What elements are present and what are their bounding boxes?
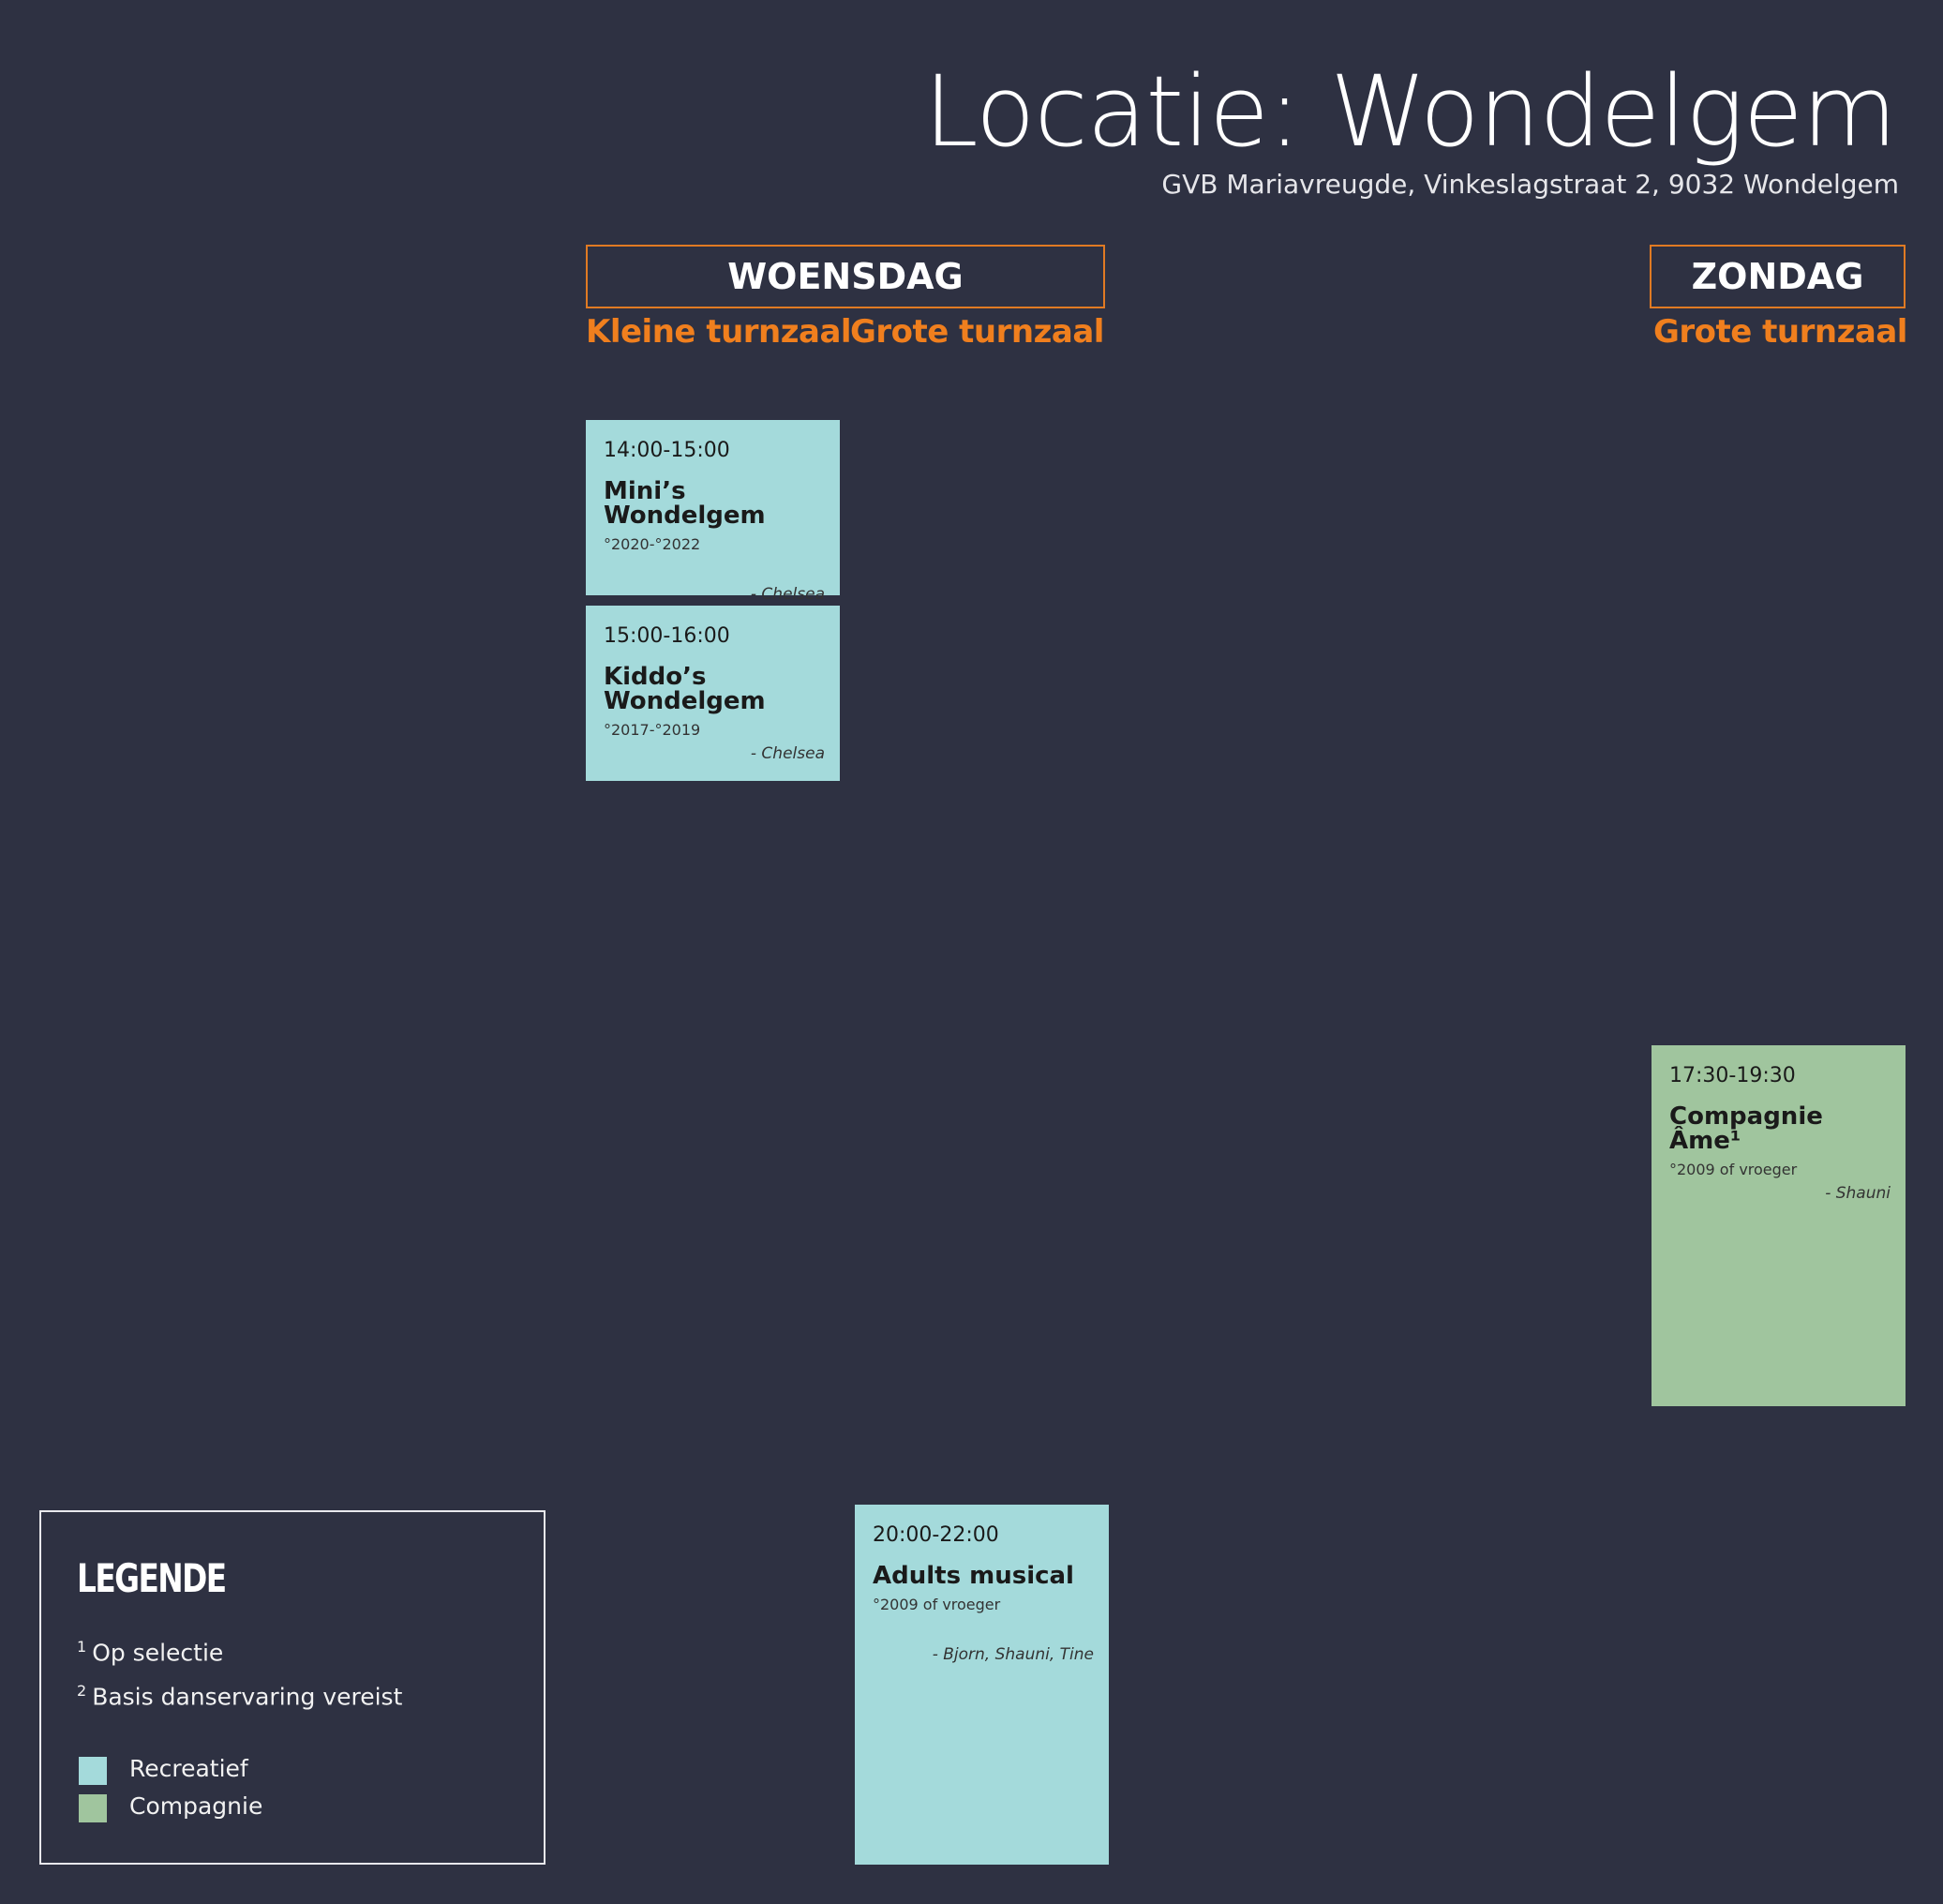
- legend-label-recreatief: Recreatief: [129, 1755, 248, 1782]
- note-text: Op selectie: [92, 1639, 224, 1667]
- legend-box: LEGENDE 1 Op selectie 2 Basis danservaring…: [39, 1510, 546, 1865]
- legend-title: LEGENDE: [77, 1555, 227, 1601]
- room-label-zondag-grote-turnzaal: Grote turnzaal: [1653, 313, 1907, 351]
- class-name: Compagnie Âme¹: [1669, 1102, 1823, 1155]
- room-label-kleine-turnzaal: Kleine turnzaal: [586, 313, 852, 351]
- class-time: 20:00-22:00: [873, 1523, 999, 1547]
- page-title: Locatie: Wondelgem: [923, 54, 1897, 169]
- class-teacher: - Chelsea: [750, 744, 825, 763]
- class-ages: °2020-°2022: [604, 535, 701, 553]
- swatch-recreatief: [79, 1757, 107, 1785]
- class-time: 14:00-15:00: [604, 439, 730, 462]
- class-teacher: - Chelsea: [750, 585, 825, 604]
- footnote-mark: 2: [77, 1682, 87, 1700]
- class-teacher: - Shauni: [1825, 1184, 1891, 1203]
- legend-label-compagnie: Compagnie: [129, 1792, 263, 1820]
- class-time: 17:30-19:30: [1669, 1064, 1796, 1087]
- legend-note-2: 2 Basis danservaring vereist: [77, 1682, 402, 1710]
- note-text: Basis danservaring vereist: [92, 1683, 403, 1711]
- class-ages: °2009 of vroeger: [873, 1596, 1001, 1613]
- class-card-adults-musical[interactable]: 20:00-22:00 Adults musical °2009 of vroe…: [855, 1505, 1109, 1865]
- class-card-minis-wondelgem[interactable]: 14:00-15:00 Mini’s Wondelgem °2020-°2022…: [586, 420, 840, 604]
- class-ages: °2009 of vroeger: [1669, 1161, 1798, 1178]
- class-ages: °2017-°2019: [604, 721, 701, 739]
- day-header-woensdag: WOENSDAG: [586, 245, 1105, 308]
- location-address: GVB Mariavreugde, Vinkeslagstraat 2, 903…: [1161, 169, 1899, 200]
- footnote-mark: 1: [77, 1638, 87, 1656]
- legend-note-1: 1 Op selectie: [77, 1638, 223, 1666]
- swatch-compagnie: [79, 1794, 107, 1822]
- class-card-kiddos-wondelgem[interactable]: 15:00-16:00 Kiddo’s Wondelgem °2017-°201…: [586, 606, 840, 781]
- room-label-grote-turnzaal: Grote turnzaal: [850, 313, 1104, 351]
- class-name: Kiddo’s Wondelgem: [604, 663, 766, 715]
- class-name: Adults musical: [873, 1562, 1074, 1590]
- class-time: 15:00-16:00: [604, 624, 730, 648]
- class-card-compagnie-ame[interactable]: 17:30-19:30 Compagnie Âme¹ °2009 of vroe…: [1652, 1045, 1906, 1406]
- class-teacher: - Bjorn, Shauni, Tine: [932, 1645, 1094, 1664]
- day-header-zondag: ZONDAG: [1650, 245, 1906, 308]
- class-name: Mini’s Wondelgem: [604, 477, 766, 530]
